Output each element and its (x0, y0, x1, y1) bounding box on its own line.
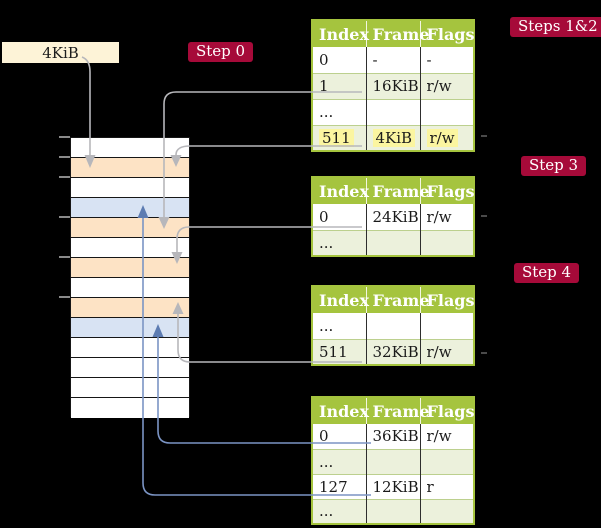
memory-frame-row-peach (71, 158, 189, 178)
frame-boundary-tick (59, 256, 70, 258)
table-row: 511 4KiB r/w (312, 124, 474, 151)
table-cell (365, 448, 420, 474)
step-0-badge: Step 0 (188, 42, 254, 62)
step-4-badge: Step 4 (514, 263, 580, 283)
table-cell: ... (312, 498, 366, 524)
table-cell: 24KiB (365, 204, 420, 230)
table-row: ... (312, 448, 474, 474)
table-cell: ... (319, 316, 334, 335)
table-cell: 12KiB (365, 473, 420, 499)
memory-frame-row-peach (71, 298, 189, 318)
table-cell (419, 498, 474, 524)
table-cell: r/w (419, 124, 474, 151)
table-cell (419, 229, 474, 256)
highlighted-value: r/w (426, 128, 458, 147)
table-cell: - (419, 47, 474, 73)
table-cell: - (365, 47, 420, 73)
table-cell: r/w (419, 338, 474, 365)
frame-boundary-tick (59, 156, 70, 158)
table-row: ... (312, 313, 474, 339)
memory-frame-row-peach (71, 258, 189, 278)
table-cell: 511 (312, 338, 366, 365)
column-header-frame: Frame (365, 286, 429, 313)
column-header-flags: Flags (419, 397, 475, 424)
table-cell: r/w (419, 204, 474, 230)
column-header-index: Index (312, 286, 369, 313)
steps-1-2-badge: Steps 1&2 (510, 17, 601, 37)
table-cell: ... (312, 448, 366, 474)
table-cell: 36KiB (365, 424, 420, 449)
column-header-frame: Frame (365, 397, 429, 424)
table-row: ... (312, 98, 474, 125)
table-cell (365, 498, 420, 524)
frame-boundary-tick (59, 296, 70, 298)
table-cell (365, 229, 420, 256)
column-header-index: Index (312, 397, 369, 424)
frame-boundary-tick (59, 176, 70, 178)
page-size-label-box: 4KiB (2, 42, 119, 63)
table-cell (419, 98, 474, 125)
memory-frame-row-white (71, 138, 189, 158)
table-cell: r/w (419, 424, 474, 449)
column-header-flags: Flags (419, 20, 475, 47)
memory-frame-row-blue (71, 198, 189, 218)
memory-frame-row-blue (71, 318, 189, 338)
column-header-index: Index (312, 20, 369, 47)
table-cell: 0 (319, 427, 329, 446)
highlighted-value: 511 (319, 128, 354, 147)
memory-frame-row-white (71, 338, 189, 358)
step-3-badge: Step 3 (521, 156, 587, 176)
table-cell: 4KiB (365, 124, 420, 151)
table-cell: ... (312, 229, 366, 256)
column-header-flags: Flags (419, 286, 475, 313)
column-header-frame: Frame (365, 177, 429, 204)
memory-frame-row-white (71, 378, 189, 398)
table-cell: ... (312, 98, 366, 125)
column-header-flags: Flags (419, 177, 475, 204)
table-cell (419, 313, 474, 339)
table-cell: r (419, 473, 474, 499)
frame-boundary-tick (59, 136, 70, 138)
table-cell: 511 (312, 124, 366, 151)
memory-frame-row-white (71, 398, 189, 418)
table-cell: 0 (319, 207, 329, 226)
table-cell: 127 (312, 473, 366, 499)
physical-memory-column (70, 137, 190, 418)
table-cell: 0 (319, 50, 329, 69)
table-row: ... (312, 229, 474, 256)
memory-frame-row-peach (71, 218, 189, 238)
table-cell (365, 98, 420, 125)
highlighted-value: 4KiB (372, 128, 416, 147)
memory-frame-row-white (71, 358, 189, 378)
column-header-frame: Frame (365, 20, 429, 47)
table-cell: 32KiB (365, 338, 420, 365)
memory-frame-row-white (71, 238, 189, 258)
table-cell: 1 (312, 72, 366, 99)
memory-frame-row-white (71, 278, 189, 298)
table-row: 0 -- (312, 47, 474, 73)
table-cell: 16KiB (365, 72, 420, 99)
table-cell: r/w (419, 72, 474, 99)
table-row: ... (312, 498, 474, 524)
column-header-index: Index (312, 177, 369, 204)
table-cell (365, 313, 420, 339)
page-size-label: 4KiB (42, 43, 79, 62)
frame-boundary-tick (59, 216, 70, 218)
memory-frame-row-white (71, 178, 189, 198)
table-cell (419, 448, 474, 474)
